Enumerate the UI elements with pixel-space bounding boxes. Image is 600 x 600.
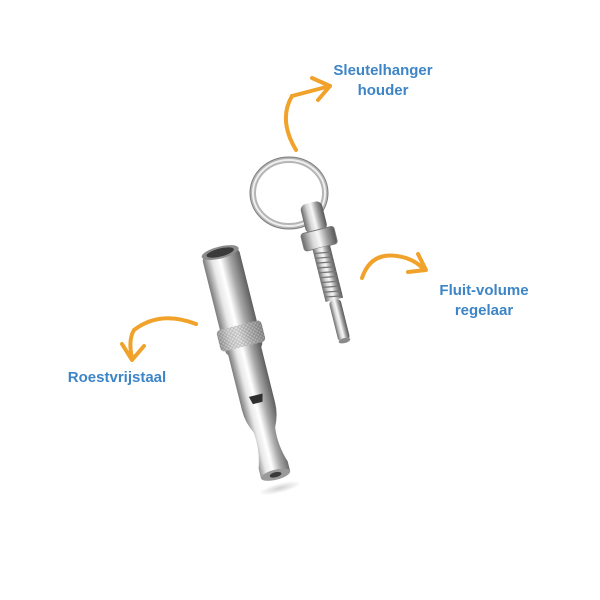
label-keyring-holder: Sleutelhanger houder — [320, 61, 446, 101]
label-stainless-steel: Roestvrijstaal — [52, 368, 182, 388]
arrow-steel — [120, 316, 198, 362]
label-stainless-steel-text: Roestvrijstaal — [67, 369, 167, 386]
volume-screw — [300, 201, 351, 344]
label-volume-regulator-line1: Fluit-volume — [439, 282, 529, 299]
label-volume-regulator: Fluit-volume regelaar — [424, 281, 544, 321]
arrow-volume — [360, 252, 428, 280]
label-volume-regulator-line2: regelaar — [454, 302, 514, 319]
label-keyring-holder-line1: Sleutelhanger — [333, 62, 433, 79]
label-keyring-holder-line2: houder — [357, 82, 409, 99]
arrow-keyring — [284, 76, 332, 152]
key-ring — [249, 156, 329, 230]
whistle-body — [201, 245, 302, 496]
